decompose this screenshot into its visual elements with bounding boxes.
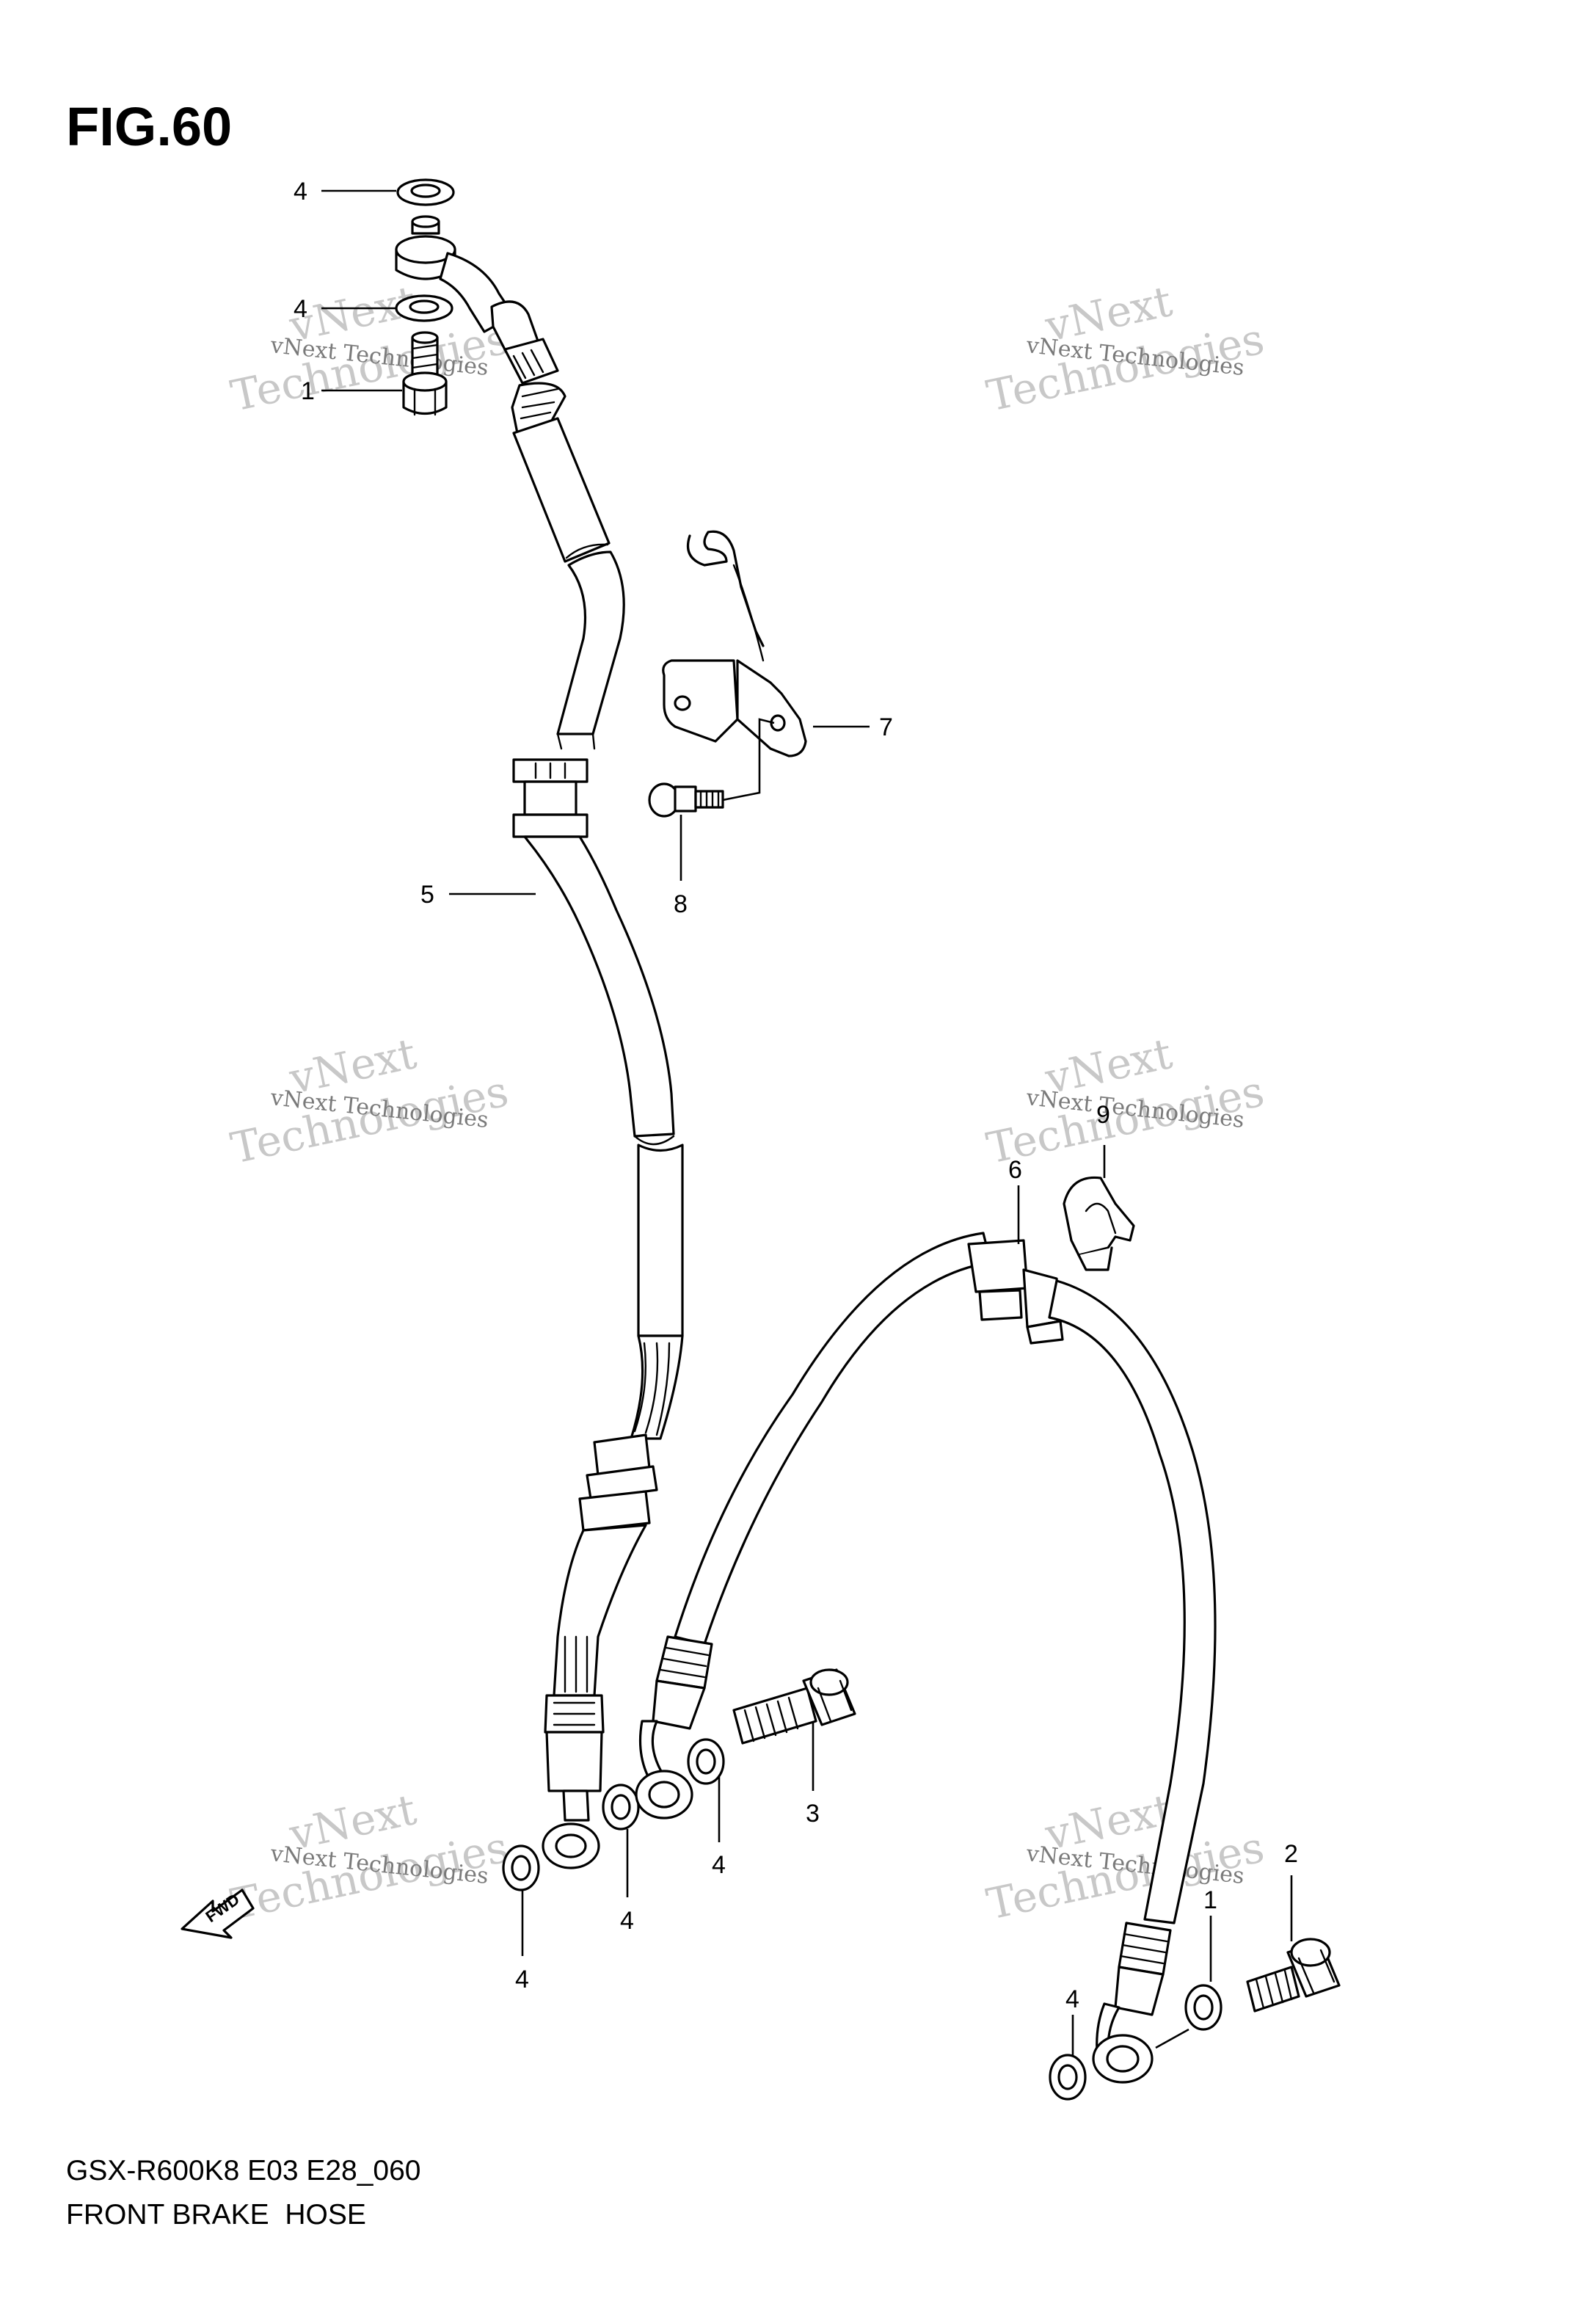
banjo-fitting-arc-left bbox=[635, 1770, 693, 1820]
hose-clamp bbox=[1063, 1176, 1135, 1271]
watermark-group: vNext Technologies vNext Technologies vN… bbox=[227, 276, 1269, 1930]
callout-4-top: 4 bbox=[294, 178, 307, 206]
upper-brake-hose bbox=[395, 178, 684, 1869]
callout-9: 9 bbox=[1096, 1101, 1110, 1129]
callout-4-lower-right: 4 bbox=[1065, 1985, 1079, 2013]
banjo-fitting-lower-left bbox=[542, 1789, 600, 1869]
hose-arc-left bbox=[674, 1232, 992, 1646]
watermark-bottom-left: vNext Technologies vNext Technologies bbox=[227, 1784, 513, 1930]
callout-2: 2 bbox=[1284, 1840, 1298, 1868]
union-bolt-lower-left bbox=[732, 1668, 856, 1745]
washer-lower-3 bbox=[687, 1738, 725, 1785]
callout-4-lower-middle: 4 bbox=[620, 1907, 634, 1935]
callout-5: 5 bbox=[420, 881, 434, 909]
callout-3: 3 bbox=[806, 1800, 820, 1828]
hose-grommet-upper bbox=[512, 758, 589, 838]
union-bolt-lower-right bbox=[1246, 1938, 1341, 2013]
hose-segment-5 bbox=[553, 1524, 647, 1697]
watermark-mid-left: vNext Technologies vNext Technologies bbox=[227, 1028, 513, 1174]
washer-middle bbox=[395, 294, 453, 322]
model-code: GSX-R600K8 E03 E28_060 bbox=[66, 2155, 421, 2186]
figure-title: FIG.60 bbox=[66, 96, 232, 157]
watermark-top-right: vNext Technologies vNext Technologies bbox=[983, 276, 1269, 421]
hose-protective-sleeve bbox=[637, 1144, 684, 1337]
callout-6: 6 bbox=[1008, 1156, 1022, 1184]
callout-4-second: 4 bbox=[294, 295, 307, 323]
callout-4-lower-left: 4 bbox=[515, 1966, 529, 1993]
union-bolt-top bbox=[402, 331, 448, 416]
lower-brake-hose bbox=[635, 1232, 1217, 2084]
watermark-mid-right: vNext Technologies vNext Technologies bbox=[983, 1028, 1269, 1174]
washer-lower-4 bbox=[1184, 1984, 1222, 2031]
hose-segment-2 bbox=[556, 550, 625, 735]
hose-collar-arc-left bbox=[652, 1635, 713, 1730]
hose-arc-right bbox=[1048, 1279, 1217, 1924]
callout-1-lower-right: 1 bbox=[1203, 1886, 1217, 1914]
washer-lower-1 bbox=[502, 1844, 540, 1891]
callout-7: 7 bbox=[879, 713, 893, 741]
banjo-fitting-arc-right bbox=[1092, 2034, 1154, 2084]
hose-segment-3 bbox=[523, 835, 675, 1138]
washer-top bbox=[396, 178, 455, 206]
callout-leaders bbox=[321, 189, 1293, 2055]
hose-bracket bbox=[662, 530, 807, 757]
callout-1: 1 bbox=[301, 377, 315, 405]
watermark-bottom-right: vNext Technologies vNext Technologies bbox=[983, 1784, 1269, 1930]
hose-grommet-lower bbox=[967, 1239, 1064, 1345]
hose-collar-middle bbox=[578, 1433, 658, 1532]
hose-collar-bottom bbox=[544, 1694, 605, 1792]
washer-lower-2 bbox=[602, 1784, 640, 1831]
callout-labels: 4 4 1 5 7 8 9 6 3 4 4 4 2 1 4 bbox=[294, 178, 1298, 2013]
callout-8: 8 bbox=[674, 890, 688, 918]
diagram-caption: FRONT BRAKE HOSE bbox=[66, 2199, 366, 2231]
hose-collar-top bbox=[503, 338, 566, 435]
bracket-bolt bbox=[648, 782, 724, 818]
fwd-arrow-icon: FWD bbox=[181, 1889, 255, 1939]
callout-4-near-3: 4 bbox=[712, 1851, 726, 1879]
hose-collar-arc-right bbox=[1114, 1922, 1172, 2016]
washer-lower-5 bbox=[1049, 2054, 1087, 2101]
hose-segment-1 bbox=[512, 417, 611, 563]
banjo-fitting-top bbox=[395, 215, 541, 354]
